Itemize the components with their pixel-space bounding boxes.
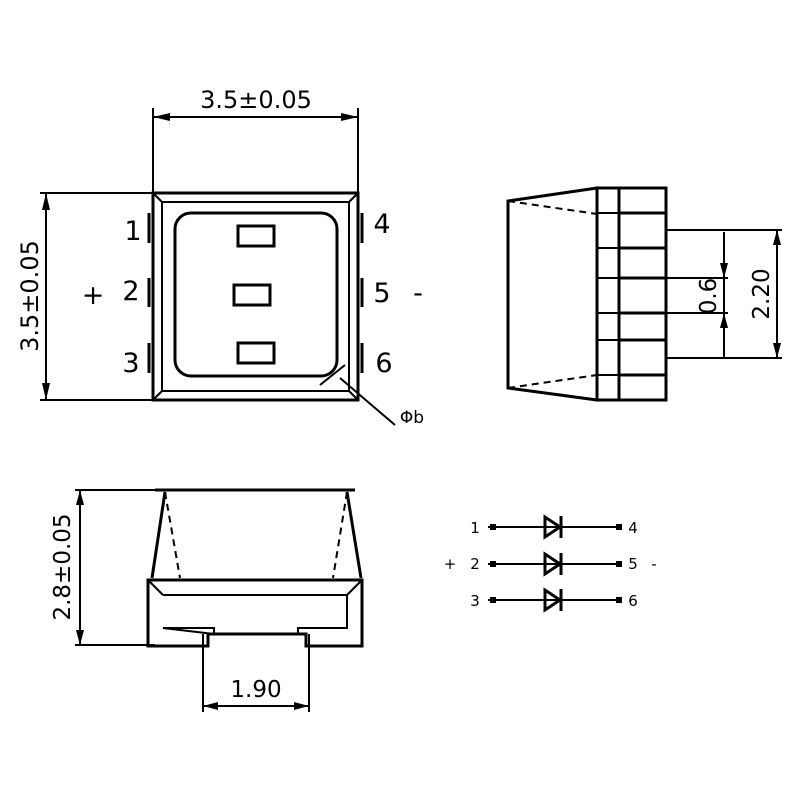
height-arrow-bottom (42, 383, 50, 400)
callout-label: Φb (400, 408, 424, 428)
lens-hidden-edge-top (507, 200, 598, 215)
span-dimension-label: 2.20 (749, 268, 775, 319)
diode-3-triangle (543, 587, 563, 613)
chamfer-br (348, 390, 359, 401)
lens-body (506, 186, 599, 402)
base-right-column (617, 186, 668, 402)
lens-left-outer (150, 491, 167, 579)
schematic-pin-1: 1 (470, 519, 480, 537)
base-left-column (595, 186, 621, 402)
package-inner-outline (161, 201, 350, 392)
diode-1-triangle (543, 514, 563, 540)
callout-tick (319, 364, 346, 386)
pin-label-3: 3 (122, 348, 139, 379)
minus-sign: - (413, 278, 423, 309)
chamfer-tr (348, 192, 359, 203)
top-view: 3.5±0.05 3.5±0.05 1 2 3 + 4 5 - (16, 86, 424, 428)
side-view: 0.6 2.20 (506, 186, 782, 402)
gap-arrow-left (203, 702, 218, 710)
pin-label-6: 6 (375, 348, 392, 379)
pad-dimension-label: 0.6 (696, 278, 722, 315)
width-arrow-left (153, 113, 170, 121)
schematic-pin-4: 4 (628, 519, 638, 537)
schematic-node-3 (490, 597, 496, 603)
height-arrow-top (42, 193, 50, 210)
lens-left-hidden (164, 491, 181, 579)
pad-arrow-top (720, 263, 728, 278)
schematic-pin-3: 3 (470, 592, 480, 610)
led-chip-3 (236, 341, 276, 365)
pad-arrow-bottom (720, 313, 728, 328)
pad-lower (617, 338, 668, 377)
package-outline (151, 191, 360, 402)
schematic-node-5 (616, 561, 622, 567)
lens-hidden-edge-bottom (507, 374, 598, 389)
front-height-arrow-top (76, 490, 84, 505)
width-arrow-right (341, 113, 358, 121)
gap-arrow-right (294, 702, 309, 710)
gap-dimension-label: 1.90 (230, 677, 281, 703)
chamfer-bl (152, 390, 163, 401)
pad-middle (617, 276, 668, 315)
front-base-chamfer-right (346, 579, 363, 596)
schematic-pin-5: 5 (628, 555, 638, 573)
led-chip-2 (232, 283, 272, 307)
front-base-chamfer-left (147, 579, 164, 596)
pin-label-1: 1 (124, 216, 141, 247)
front-view: 2.8±0.05 1.90 (50, 488, 364, 712)
span-arrow-top (773, 230, 781, 245)
schematic-pin-6: 6 (628, 592, 638, 610)
chamfer-tl (152, 192, 163, 203)
schematic-node-6 (616, 597, 622, 603)
plus-sign: + (82, 280, 105, 311)
schematic-node-2 (490, 561, 496, 567)
schematic-node-4 (616, 524, 622, 530)
front-base-outline (146, 578, 364, 648)
schematic-plus-sign: + (444, 555, 457, 573)
schematic: 1 4 + 2 5 - 3 6 (444, 514, 657, 613)
schematic-pin-2: 2 (470, 555, 480, 573)
pin-label-4: 4 (373, 209, 390, 240)
front-base-inner (162, 594, 348, 636)
pin-label-2: 2 (122, 276, 139, 307)
height-dimension-label: 3.5±0.05 (16, 240, 44, 352)
lens-right-outer (345, 491, 363, 579)
schematic-node-1 (490, 524, 496, 530)
diode-2-triangle (543, 551, 563, 577)
lens-right-hidden (332, 491, 348, 579)
schematic-minus-sign: - (651, 555, 656, 573)
front-height-arrow-bottom (76, 630, 84, 645)
pad-upper (617, 211, 668, 250)
led-chip-1 (236, 224, 276, 248)
emitting-cavity (173, 211, 339, 378)
pin-label-5: 5 (373, 278, 390, 309)
front-height-dimension-label: 2.8±0.05 (50, 513, 76, 620)
callout-leader (339, 377, 396, 426)
width-dimension-label: 3.5±0.05 (200, 86, 312, 114)
span-arrow-bottom (773, 343, 781, 358)
